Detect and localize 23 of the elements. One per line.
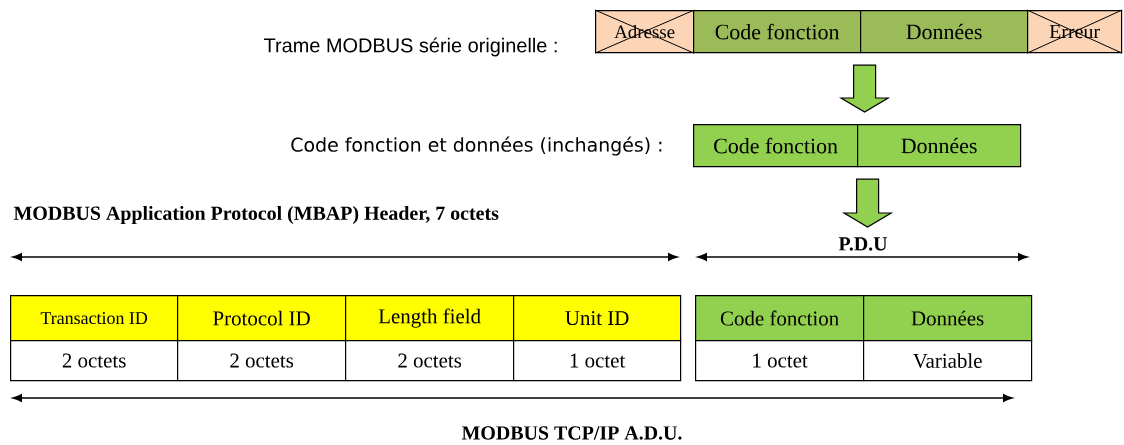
table-cell: 1 octet bbox=[513, 340, 682, 382]
table-cell: 2 octets bbox=[10, 340, 179, 382]
table-cell: Données bbox=[857, 124, 1022, 168]
table-cell: 2 octets bbox=[345, 340, 515, 382]
dimension-label: MODBUS TCP/IP A.D.U. bbox=[459, 424, 685, 442]
title-text: MODBUS Application Protocol (MBAP) Header, 7 octets bbox=[13, 205, 499, 224]
caption-text: Code fonction et données (inchangés) : bbox=[291, 136, 662, 156]
dimension-label: P.D.U bbox=[836, 235, 890, 253]
table-cell: Protocol ID bbox=[177, 295, 347, 342]
table-cell: Variable bbox=[863, 340, 1033, 382]
table-cell: Code fonction bbox=[693, 10, 862, 54]
table-cell: Données bbox=[863, 295, 1033, 342]
caption-text: Trame MODBUS série originelle : bbox=[264, 37, 557, 57]
block-arrow bbox=[838, 64, 891, 113]
table-cell: Length field bbox=[345, 295, 515, 342]
table-cell: Transaction ID bbox=[10, 295, 179, 342]
table-cell: Code fonction bbox=[693, 124, 859, 168]
table-cell: 1 octet bbox=[695, 340, 865, 382]
table-cell: 2 octets bbox=[177, 340, 347, 382]
table-cell: Unit ID bbox=[513, 295, 682, 342]
block-arrow bbox=[841, 178, 894, 228]
table-cell: Données bbox=[860, 10, 1029, 54]
table-cell: Code fonction bbox=[695, 295, 865, 342]
